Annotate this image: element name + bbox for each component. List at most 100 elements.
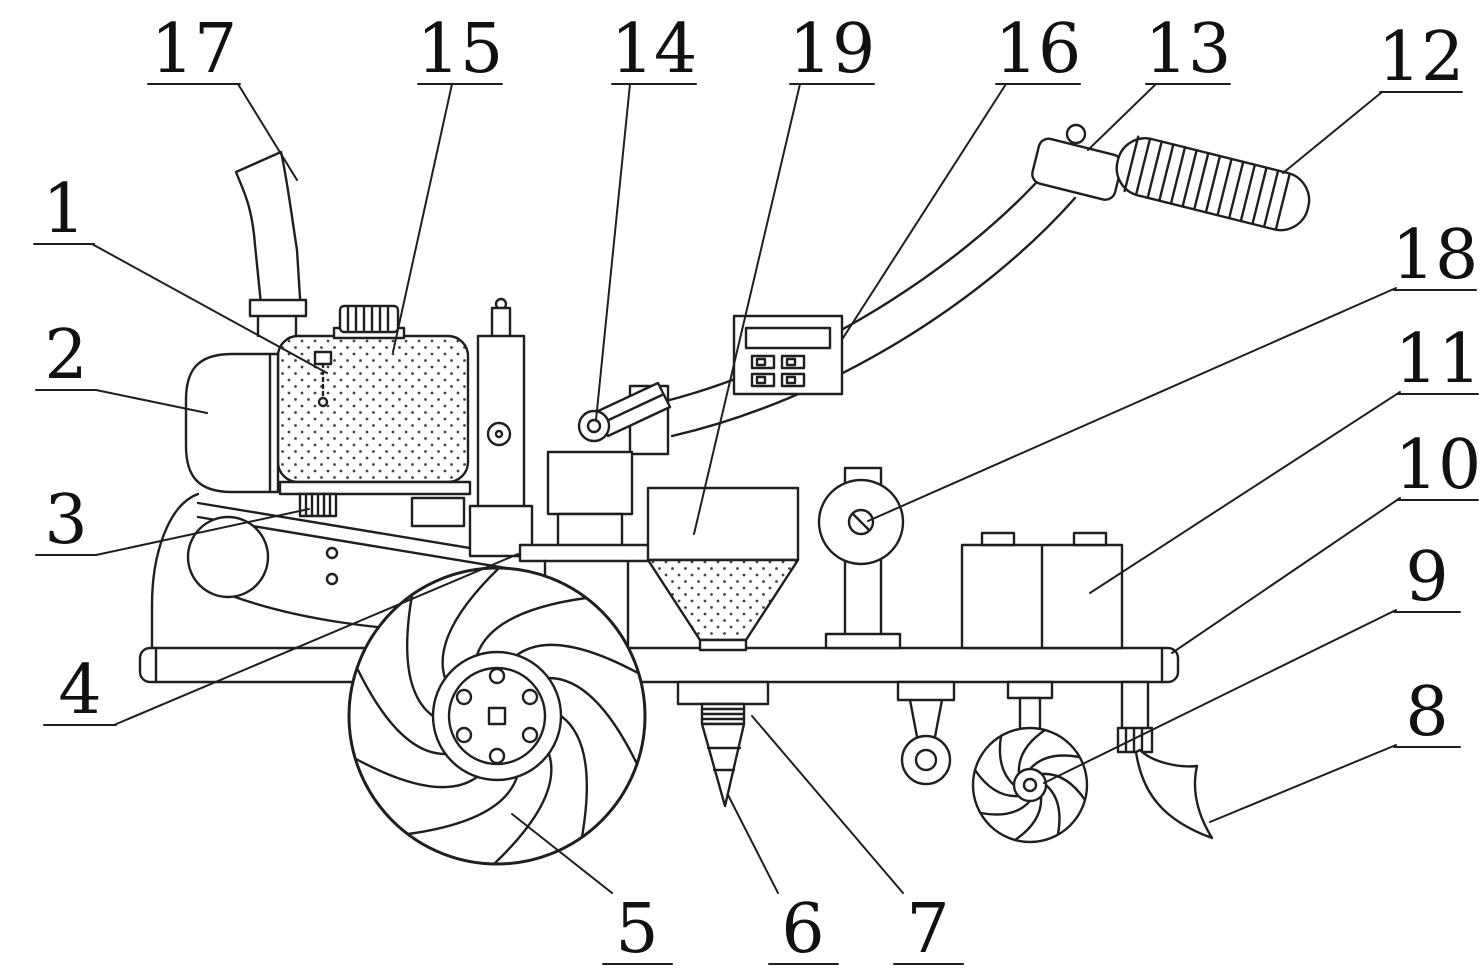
leader-line-3 xyxy=(35,508,310,556)
tiller-bracket xyxy=(1006,680,1054,700)
tiller-hub-center xyxy=(1022,777,1038,793)
tank-cap xyxy=(338,304,400,334)
post-port xyxy=(486,421,512,447)
wheel-hub-bolt xyxy=(521,688,539,706)
leader-line-12 xyxy=(1282,91,1463,174)
label-18: 18 xyxy=(1392,216,1479,295)
leader-line-9 xyxy=(1043,609,1461,784)
body-bolt-a xyxy=(325,546,339,560)
tiller-blade xyxy=(973,768,1021,798)
dipstick-head xyxy=(313,350,333,366)
panel-button-mark xyxy=(755,375,767,385)
tiller-hub xyxy=(1012,767,1048,803)
wheel-hub-bolt xyxy=(488,747,506,765)
machine-drawing xyxy=(138,123,1311,866)
panel-button-mark xyxy=(785,357,797,367)
leader-line-15 xyxy=(392,83,503,353)
wheel-hub-bolt xyxy=(488,667,506,685)
gearbox-assembly xyxy=(518,381,672,650)
wheel-blade xyxy=(354,757,479,789)
box-tab-right xyxy=(1072,531,1108,547)
frame-end-caps xyxy=(154,646,1164,684)
label-10: 10 xyxy=(1395,426,1482,505)
roller-screw-slot xyxy=(851,512,871,532)
handle-grip-assembly xyxy=(1031,123,1311,232)
tube-upper xyxy=(660,170,1048,404)
drill-coupling-ribs xyxy=(700,707,746,721)
drill-cone-lines xyxy=(706,746,742,772)
hopper-neck xyxy=(698,638,748,652)
leader-line-4 xyxy=(43,553,519,726)
label-15: 15 xyxy=(417,10,504,89)
caster-fork xyxy=(908,698,944,744)
wheel-hub-bolt xyxy=(455,688,473,706)
label-12: 12 xyxy=(1378,18,1465,97)
body-bolt-b xyxy=(325,572,339,586)
leader-line-6 xyxy=(727,794,839,965)
label-16: 16 xyxy=(995,10,1082,89)
body-bearing xyxy=(186,515,270,599)
label-17: 17 xyxy=(151,10,238,89)
drill-flange xyxy=(676,680,770,706)
throttle-knob xyxy=(1065,123,1087,145)
hopper-box xyxy=(646,486,800,562)
panel-display xyxy=(744,326,832,350)
leader-line-2 xyxy=(35,389,208,414)
intake-post xyxy=(468,297,534,558)
tiller-blade xyxy=(998,734,1016,787)
engine-cylinder xyxy=(184,352,472,496)
panel-button xyxy=(750,372,776,388)
engine-base xyxy=(278,480,472,496)
caster-bracket xyxy=(896,680,956,702)
post-port-center xyxy=(494,429,504,439)
tiller-shaft xyxy=(1018,696,1042,732)
cylinder-outline xyxy=(184,352,280,494)
wheel-blade xyxy=(475,596,588,657)
label-6: 6 xyxy=(781,890,824,969)
wheel-hub-bolt xyxy=(521,726,539,744)
wheel-inner-ring xyxy=(431,650,563,782)
leader-line-17 xyxy=(147,83,298,181)
label-19: 19 xyxy=(789,10,876,89)
bolt-ribs xyxy=(304,492,332,518)
leader-line-7 xyxy=(751,715,964,965)
box-tab-left xyxy=(980,531,1016,547)
handlebar-tube xyxy=(660,170,1077,438)
post-neck xyxy=(490,306,512,340)
label-11: 11 xyxy=(1395,320,1482,399)
gearbox-foot xyxy=(556,512,624,550)
tiller-blade xyxy=(1044,783,1061,836)
wheel-blade xyxy=(441,566,501,680)
wheel-blade xyxy=(492,752,553,866)
exhaust-stubs xyxy=(256,314,298,338)
tiller-blade xyxy=(1039,772,1087,802)
roller-base xyxy=(824,632,902,650)
bolt-fitting xyxy=(298,492,338,518)
seed-hopper xyxy=(646,486,800,652)
motor-end-cap xyxy=(577,409,611,443)
label-4: 4 xyxy=(58,651,101,730)
label-8: 8 xyxy=(1405,673,1448,752)
tension-roller xyxy=(817,466,905,650)
tiller-blade xyxy=(1013,794,1043,842)
wheel-blade xyxy=(559,714,588,839)
caster-wheel xyxy=(896,680,956,786)
leader-line-11 xyxy=(1089,391,1479,594)
exhaust-pipe xyxy=(234,150,308,338)
caster-tire xyxy=(900,734,952,786)
label-1: 1 xyxy=(42,170,85,249)
plow-knob-ribs xyxy=(1124,726,1144,754)
plow-shaft xyxy=(1120,680,1150,732)
wheel-blade xyxy=(547,676,639,766)
panel-button xyxy=(780,354,806,370)
leader-line-1 xyxy=(33,243,328,374)
leader-lines xyxy=(33,83,1479,965)
leader-line-13 xyxy=(1087,83,1231,151)
drill-cone xyxy=(700,722,746,808)
label-9: 9 xyxy=(1405,538,1448,617)
label-13: 13 xyxy=(1145,10,1232,89)
chassis-frame xyxy=(138,646,1180,684)
body-plate xyxy=(410,496,466,528)
label-14: 14 xyxy=(611,10,698,89)
drive-spiral-wheel xyxy=(347,566,647,866)
